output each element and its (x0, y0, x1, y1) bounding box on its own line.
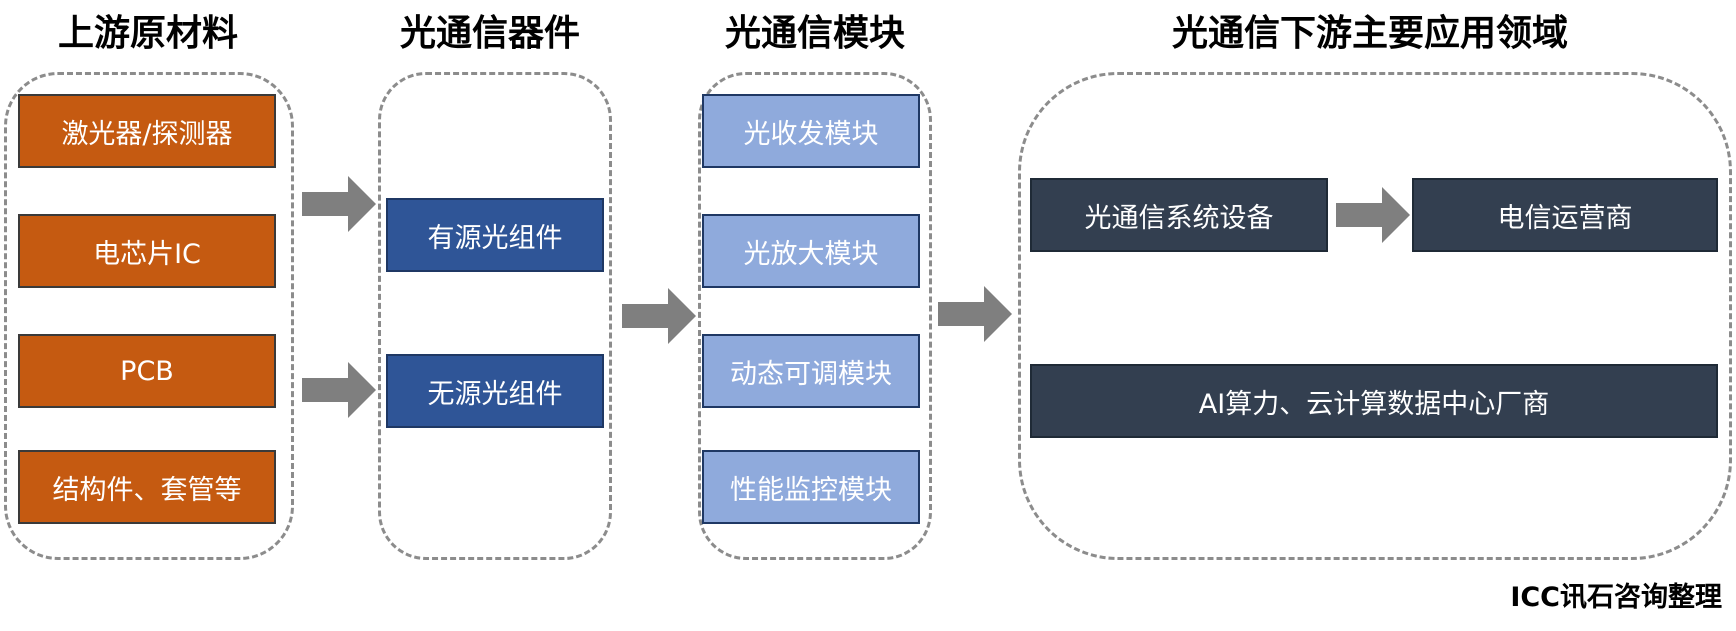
devices-title: 光通信器件 (399, 13, 580, 54)
upstream-item-ic: 电芯片IC (18, 214, 276, 288)
upstream-title: 上游原材料 (57, 13, 238, 54)
module-item-amplifier: 光放大模块 (702, 214, 920, 288)
arrow-devices-to-modules (622, 288, 696, 344)
device-item-passive: 无源光组件 (386, 354, 604, 428)
module-item-transceiver: 光收发模块 (702, 94, 920, 168)
downstream-telecom-operator: 电信运营商 (1412, 178, 1718, 252)
arrow-modules-to-downstream (938, 286, 1012, 342)
upstream-group (4, 72, 294, 560)
upstream-item-laser-detector: 激光器/探测器 (18, 94, 276, 168)
upstream-item-structural: 结构件、套管等 (18, 450, 276, 524)
arrow-upstream-to-active (302, 176, 376, 232)
downstream-title: 光通信下游主要应用领域 (1171, 13, 1568, 54)
downstream-group (1018, 72, 1732, 560)
arrow-equipment-to-operator (1336, 187, 1410, 243)
modules-group (698, 72, 932, 560)
modules-title: 光通信模块 (724, 13, 905, 54)
downstream-system-equipment: 光通信系统设备 (1030, 178, 1328, 252)
arrow-upstream-to-passive (302, 362, 376, 418)
upstream-item-pcb: PCB (18, 334, 276, 408)
module-item-monitoring: 性能监控模块 (702, 450, 920, 524)
source-note: ICC讯石咨询整理 (1510, 582, 1722, 613)
downstream-datacenter: AI算力、云计算数据中心厂商 (1030, 364, 1718, 438)
devices-group (378, 72, 612, 560)
device-item-active: 有源光组件 (386, 198, 604, 272)
module-item-tunable: 动态可调模块 (702, 334, 920, 408)
